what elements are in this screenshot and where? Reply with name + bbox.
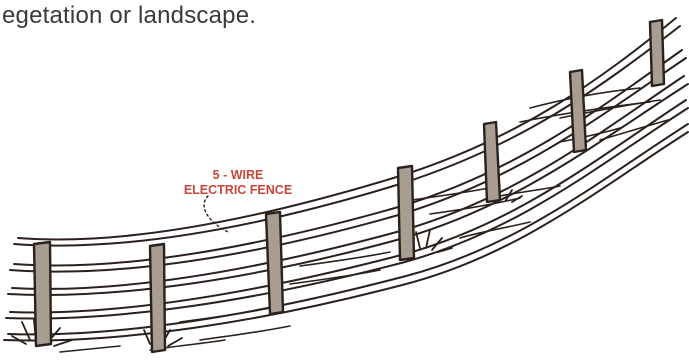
fence-post	[650, 20, 664, 86]
fence-post	[484, 122, 500, 202]
fence-wires	[4, 18, 688, 340]
callout-line-1: 5 - WIRE	[168, 168, 308, 183]
callout-line-2: ELECTRIC FENCE	[168, 183, 308, 198]
fence-post	[150, 244, 165, 352]
fence-post	[570, 70, 586, 152]
fence-callout-label: 5 - WIRE ELECTRIC FENCE	[168, 168, 308, 198]
fence-post	[266, 212, 283, 314]
fence-post	[34, 242, 51, 346]
fence-post	[398, 166, 414, 260]
callout-leader	[204, 196, 228, 232]
